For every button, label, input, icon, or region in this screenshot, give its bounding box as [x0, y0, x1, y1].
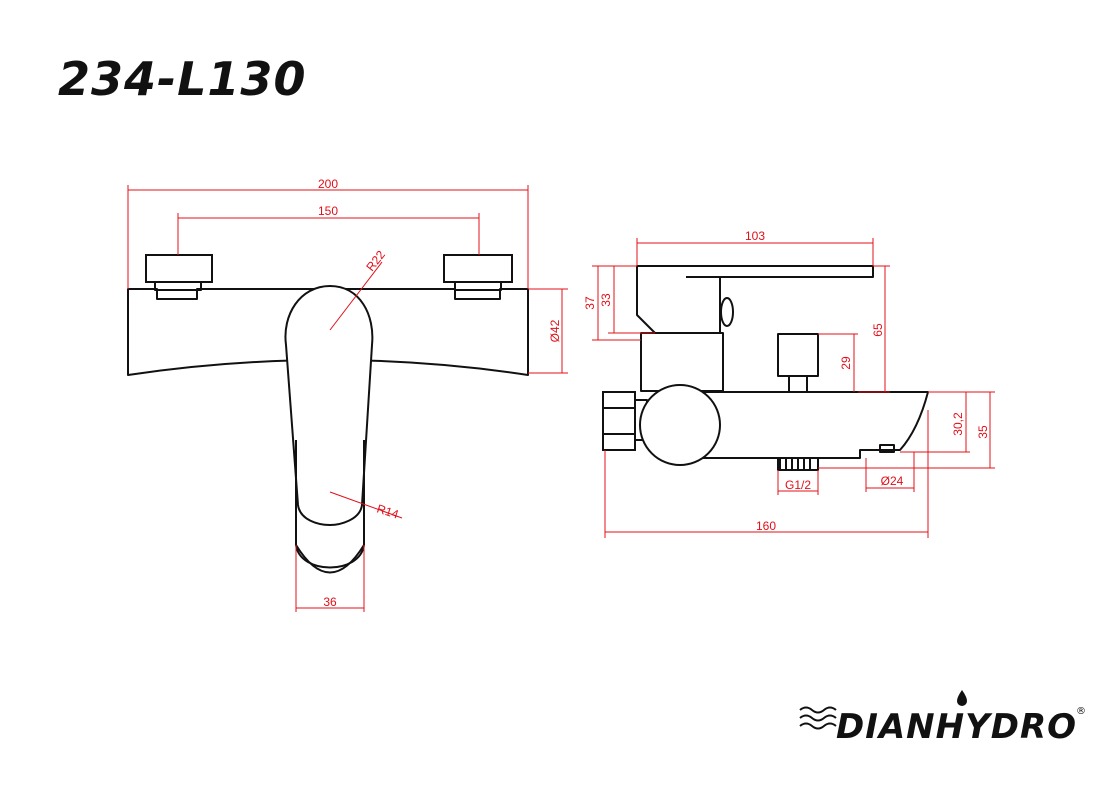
dim-label-r22: R22 [363, 248, 388, 274]
front-lever-bottom [295, 544, 365, 569]
product-code-title: 234-L130 [58, 52, 307, 106]
front-handle [284, 284, 374, 527]
dim-label-35: 35 [976, 425, 990, 439]
dim-label-d24: Ø24 [881, 474, 904, 488]
side-lever-pivot [720, 297, 734, 327]
dim-label-r14: R14 [375, 502, 401, 522]
side-knob-stem [788, 375, 808, 393]
side-wall-nut [602, 391, 636, 451]
side-aerator [879, 444, 895, 453]
dim-label-d42: Ø42 [548, 319, 562, 342]
logo-droplet-icon [957, 690, 967, 706]
registered-mark: ® [1076, 706, 1086, 717]
side-lever-plate [636, 265, 874, 334]
dim-label-30-2: 30,2 [951, 412, 965, 436]
dim-label-g12: G1/2 [785, 478, 811, 492]
front-body-bar [127, 288, 529, 376]
dim-label-33: 33 [599, 293, 613, 307]
left-connector-nut [145, 254, 213, 283]
front-view: 200 150 R22 R14 Ø42 36 [127, 177, 568, 612]
front-lever-tip [295, 440, 365, 574]
dim-label-65: 65 [871, 323, 885, 337]
side-cartridge-body [640, 332, 724, 392]
dim-label-200: 200 [318, 177, 338, 191]
dim-label-29: 29 [839, 356, 853, 370]
dim-label-37: 37 [583, 296, 597, 310]
right-connector-neck [454, 281, 502, 291]
thread-lines [779, 458, 811, 470]
dim-line-r22 [329, 261, 383, 331]
dim-label-160: 160 [756, 519, 776, 533]
dim-label-103: 103 [745, 229, 765, 243]
side-view: 103 37 33 65 29 30,2 35 G1/2 Ø24 160 [583, 229, 995, 538]
brand-logo: DIANHYDRO ® [799, 690, 1086, 747]
side-round-body [639, 384, 721, 466]
right-connector-nut [443, 254, 513, 283]
side-knob-cap [777, 333, 819, 377]
brand-name: DIANHYDRO [836, 707, 1077, 747]
dim-label-36: 36 [323, 595, 337, 609]
side-spout-body [679, 391, 929, 459]
logo-wave-icon [799, 706, 837, 730]
dim-line-r14 [329, 491, 403, 519]
dim-label-150: 150 [318, 204, 338, 218]
left-connector-neck [154, 281, 202, 291]
